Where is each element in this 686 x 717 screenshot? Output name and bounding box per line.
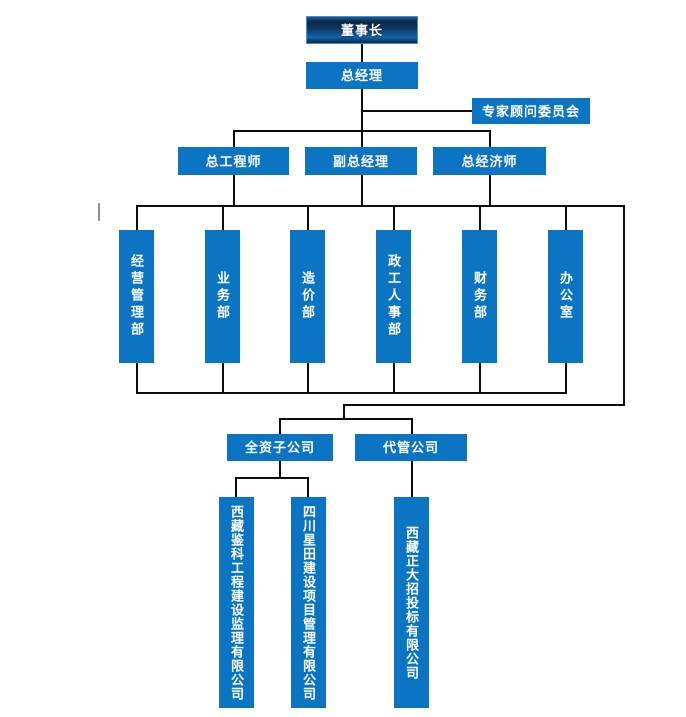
department-node-cost: 造价部 <box>290 230 325 363</box>
connector-line <box>393 363 395 392</box>
company-node-tibet-zhengda: 西藏正大招投标有限公司 <box>394 497 429 708</box>
chief-engineer-label: 总工程师 <box>205 153 262 169</box>
department-label: 政工人事部 <box>386 254 401 339</box>
connector-line <box>136 363 138 392</box>
chairman-node: 董事长 <box>306 16 418 44</box>
connector-line <box>307 205 309 230</box>
connector-line <box>233 130 491 132</box>
connector-line <box>361 44 363 63</box>
department-node-finance: 财务部 <box>462 230 497 363</box>
department-node-personnel: 政工人事部 <box>376 230 411 363</box>
chief-economist-label: 总经济师 <box>461 153 518 169</box>
connector-line <box>343 404 625 406</box>
connector-line <box>411 418 413 434</box>
connector-line <box>233 175 235 205</box>
department-node-business: 业务部 <box>205 230 240 363</box>
wholly-owned-subsidiaries-label: 全资子公司 <box>244 440 315 455</box>
connector-line <box>479 363 481 392</box>
connector-line <box>279 418 281 434</box>
wholly-owned-subsidiaries-node: 全资子公司 <box>227 434 333 461</box>
connector-line <box>307 477 309 497</box>
department-label: 业务部 <box>215 271 230 322</box>
connector-line <box>479 205 481 230</box>
connector-line <box>361 110 472 112</box>
company-label: 西藏鉴科工程建设监理有限公司 <box>229 504 244 701</box>
chief-engineer-node: 总工程师 <box>178 147 289 175</box>
department-node-office: 办公室 <box>548 230 583 363</box>
department-label: 办公室 <box>558 271 573 322</box>
general-manager-label: 总经理 <box>340 68 383 83</box>
advisory-committee-node: 专家顾问委员会 <box>472 98 590 124</box>
deputy-general-manager-label: 副总经理 <box>332 153 389 169</box>
connector-line <box>361 89 363 147</box>
connector-line <box>393 205 395 230</box>
department-label: 经营管理部 <box>129 254 144 339</box>
connector-line <box>222 363 224 392</box>
connector-line <box>235 477 309 479</box>
company-node-sichuan-xingtian: 四川星田建设项目管理有限公司 <box>291 497 326 708</box>
department-label: 财务部 <box>472 271 487 322</box>
connector-line <box>411 460 413 499</box>
connector-line <box>489 175 491 205</box>
company-label: 西藏正大招投标有限公司 <box>404 525 419 680</box>
connector-line <box>307 363 309 392</box>
managed-companies-label: 代管公司 <box>382 440 439 455</box>
company-node-tibet-jianke: 西藏鉴科工程建设监理有限公司 <box>219 497 254 708</box>
connector-line <box>565 363 567 392</box>
connector-line <box>136 205 625 207</box>
connector-line <box>136 205 138 230</box>
connector-line <box>279 460 281 479</box>
department-label: 造价部 <box>300 271 315 322</box>
department-node-operations-management: 经营管理部 <box>119 230 154 363</box>
connector-line <box>233 130 235 147</box>
connector-line <box>136 392 567 394</box>
connector-line <box>222 205 224 230</box>
company-label: 四川星田建设项目管理有限公司 <box>301 504 316 701</box>
connector-line <box>565 205 567 230</box>
chief-economist-node: 总经济师 <box>433 147 546 175</box>
general-manager-node: 总经理 <box>306 62 418 89</box>
connector-line <box>361 175 363 205</box>
connector-line <box>343 404 345 420</box>
advisory-committee-label: 专家顾问委员会 <box>481 103 580 119</box>
connector-line <box>623 205 625 406</box>
stray-mark <box>98 203 100 221</box>
connector-line <box>279 418 413 420</box>
managed-companies-node: 代管公司 <box>355 434 467 461</box>
deputy-general-manager-node: 副总经理 <box>305 147 417 175</box>
connector-line <box>489 130 491 147</box>
chairman-label: 董事长 <box>340 22 383 38</box>
connector-line <box>235 477 237 497</box>
